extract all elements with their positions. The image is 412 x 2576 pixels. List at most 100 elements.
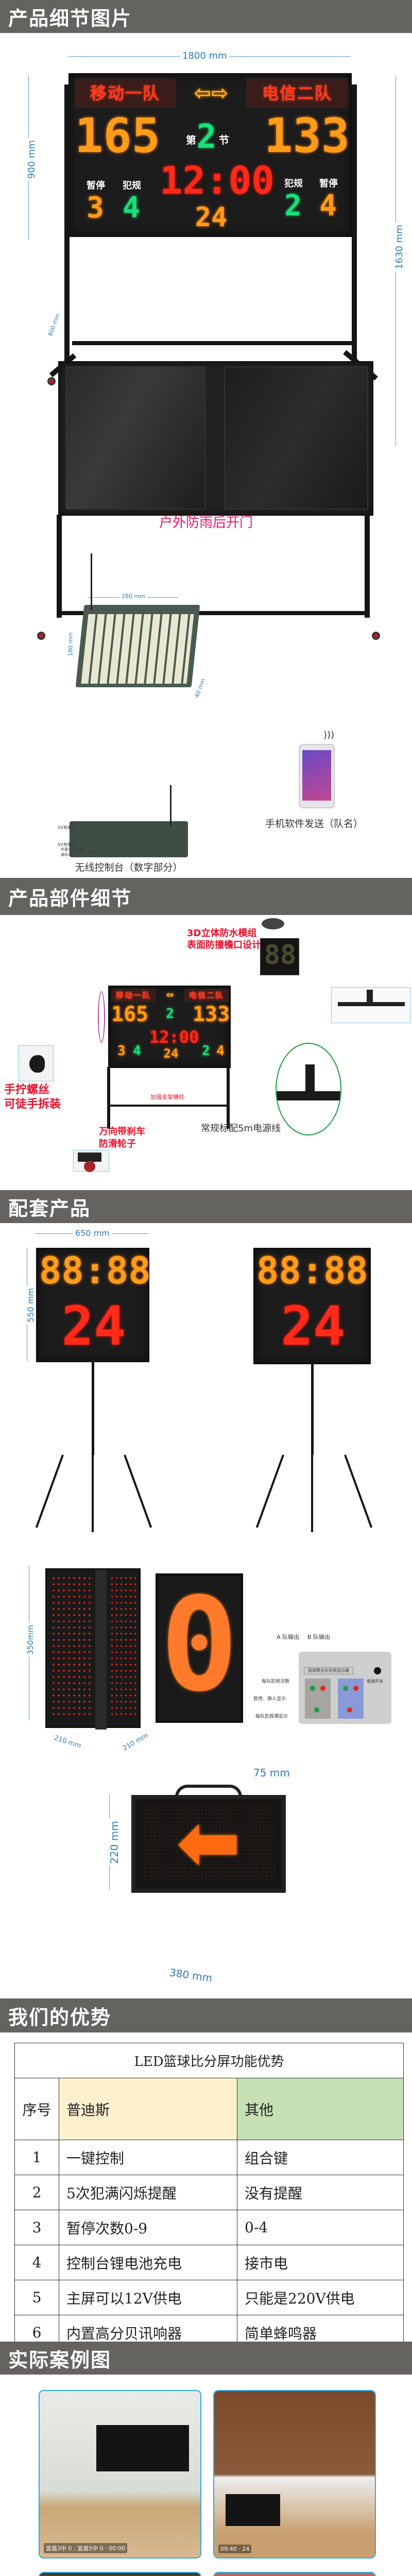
score-left: 165 [75, 108, 161, 163]
team-a-full-button[interactable] [314, 1707, 319, 1713]
mini-score-right: 133 [193, 1003, 230, 1026]
row-index: 1 [14, 2140, 59, 2175]
foul-indicator-front: 0 [156, 1573, 243, 1723]
tripod-leg [344, 1454, 373, 1528]
module-caption-line1: 3D立体防水模组 [187, 928, 257, 939]
row-others: 简单蜂鸣器 [237, 2315, 404, 2342]
team-a-red-button[interactable] [320, 1686, 325, 1691]
header-others: 其他 [237, 2078, 404, 2140]
power-switch-label: 电源开关 [367, 1679, 383, 1684]
team-b-panel [338, 1679, 364, 1719]
case-photo: 09:40 · 24 [213, 2390, 376, 2558]
tripod-leg [311, 1455, 313, 1532]
stand-post-right [352, 84, 357, 373]
rear-door-right [224, 366, 368, 510]
mini-right-foul: 2 [202, 1043, 210, 1059]
tripod-leg [35, 1454, 64, 1528]
row-index: 3 [14, 2210, 59, 2245]
wireless-controller-side [70, 821, 188, 857]
power-switch-button[interactable] [374, 1667, 381, 1674]
carry-handle [175, 1785, 242, 1797]
row-ours: 内置高分贝讯响器 [59, 2315, 237, 2342]
screw-caption-line1: 手拧螺丝 [4, 1083, 50, 1096]
table-row: 3 暂停次数0-9 0-4 [14, 2210, 404, 2245]
case-photo-image [40, 2391, 200, 2557]
possession-arrow-box: ⬅ [131, 1795, 286, 1893]
arrow-box-width-label: 380 mm [166, 1965, 215, 1985]
smartphone [299, 744, 335, 808]
callout-foul-count: 每队犯规次数 [262, 1679, 290, 1684]
foul-digit: 0 [160, 1570, 238, 1720]
tripod-leg [124, 1454, 152, 1528]
mini-score-left: 165 [111, 1003, 149, 1026]
wheel-caption-line2: 防滑轮子 [99, 1139, 136, 1149]
arrow-box-depth-label: 75 mm [251, 1767, 292, 1779]
case-photo-image [214, 2391, 375, 2557]
tripod-pole [311, 1364, 314, 1455]
callout-foul-full: 每队犯规满显示 [255, 1714, 288, 1719]
table-row: 2 5次犯满闪烁提醒 没有提醒 [14, 2175, 404, 2210]
antenna-icon [170, 785, 171, 826]
scoreboard-front: 移动一队 ⇦⇨ 电信二队 165 133 第 2 节 12:00 24 暂停 犯… [68, 73, 352, 237]
controller-width-label: 280 mm [119, 593, 147, 600]
foul-side-b-label: 210 mm [119, 1731, 151, 1754]
possession-arrow-icon: ⇦⇨ [194, 81, 229, 105]
team-b-green-button[interactable] [343, 1686, 348, 1691]
advantage-table: LED篮球比分屏功能优势 序号 普迪斯 其他 1 一键控制 组合键 2 5次犯满… [14, 2043, 404, 2342]
back-stand-post-left [57, 515, 62, 618]
screw-highlight-ring [98, 991, 105, 1043]
mini-post-left [107, 1067, 110, 1129]
dimension-depth-label: 800 mm [46, 310, 62, 340]
left-timeout-value: 3 [87, 191, 104, 225]
left-timeout-label: 暂停 [87, 180, 105, 191]
led-matrix-dark [143, 1805, 276, 1882]
case-photo: 12 : 9 · 12:00 [213, 2572, 376, 2576]
shot-clock-value: 24 [61, 1295, 126, 1358]
caster-plate [78, 1153, 101, 1162]
base-frame-closeup [331, 987, 410, 1023]
team-b-full-button[interactable] [347, 1707, 352, 1713]
table-row: 4 控制台锂电池充电 接市电 [14, 2245, 404, 2280]
section-header-accessories: 配套产品 [0, 1190, 412, 1223]
module-caption-line2: 表面防撞檐口设计 [187, 939, 261, 951]
left-foul-label: 犯规 [123, 180, 141, 191]
phone-caption: 手机软件发送（队名） [265, 818, 363, 829]
team-a-panel [305, 1679, 331, 1719]
parts-detail-section-continued: 防滑轮子 [0, 1139, 412, 1190]
port-label-charge-top: 5V充电口 [58, 825, 76, 830]
controller-caption: 无线控制台（数字部分） [75, 862, 183, 873]
screw-caption: 手拧螺丝 可徒手拆装 [4, 1083, 61, 1111]
row-others: 组合键 [237, 2140, 404, 2175]
case-photo: 宜昌3中 0 : 宜昌5中 0 · 00:00 [39, 2390, 201, 2558]
bracket-closeup-circle [276, 1043, 341, 1136]
section-title: 我们的优势 [8, 2006, 112, 2029]
table-row: 6 内置高分贝讯响器 简单蜂鸣器 [14, 2315, 404, 2342]
wall-scoreboard [96, 2425, 189, 2471]
section-title: 配套产品 [8, 1197, 91, 1220]
controller-keypad [81, 614, 194, 684]
mini-left-timeout: 3 [117, 1043, 126, 1059]
case-photo-image [214, 2573, 375, 2576]
mini-team-left: 移动一队 [111, 989, 156, 1002]
foul-controller-title: 篮球赛全队犯规显示器 [304, 1667, 353, 1674]
caster-wheel-icon [372, 632, 380, 640]
arrow-left-icon: ⬅ [176, 1798, 241, 1888]
team-b-red-button[interactable] [353, 1686, 358, 1691]
parts-detail-section: 3D立体防水模组 表面防撞檐口设计 88 移动一队 ⇔ 电信二队 165 2 1… [0, 915, 412, 1139]
product-detail-section: 1800 mm 900 mm 1630 mm 800 mm 移动一队 ⇦⇨ 电信… [0, 33, 412, 878]
team-a-green-button[interactable] [310, 1686, 315, 1691]
mini-clock: 12:00 [149, 1027, 199, 1047]
portable-scoreboard [226, 2494, 280, 2526]
mini-team-right: 电信二队 [184, 989, 229, 1002]
right-timeout-label: 暂停 [319, 178, 338, 189]
period-prefix: 第 [186, 134, 196, 146]
base-post [367, 990, 373, 1005]
mini-shot-clock: 24 [163, 1046, 179, 1061]
power-cable-caption: 常规标配5m电源线 [201, 1123, 281, 1134]
team-b-output-label: B 队输出 [307, 1634, 331, 1640]
section-title: 产品部件细节 [8, 887, 132, 910]
row-others: 只能是220V供电 [237, 2280, 404, 2315]
tripod-pole [92, 1362, 94, 1455]
scoreboard-mini: 移动一队 ⇔ 电信二队 165 2 133 12:00 24 3 4 2 4 [108, 986, 231, 1068]
